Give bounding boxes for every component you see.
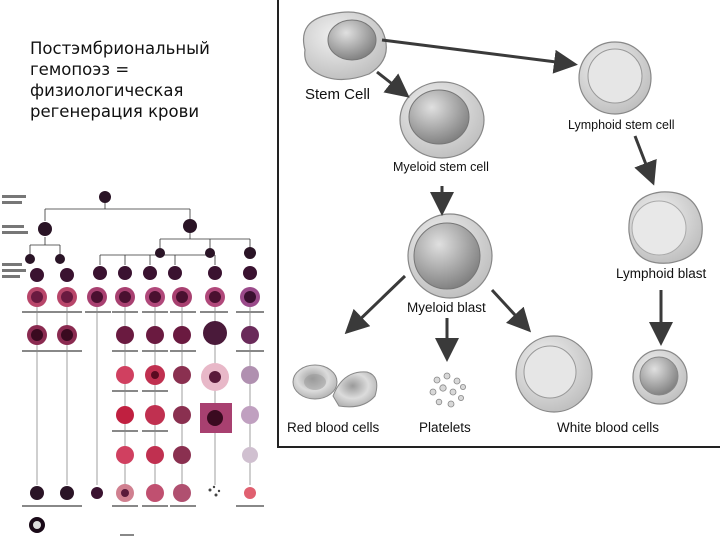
hematopoiesis-diagram — [292, 11, 703, 413]
label-platelets: Platelets — [419, 420, 471, 435]
lymphoid-blast — [628, 191, 703, 264]
platelets-illustration — [429, 372, 466, 408]
label-lymphoid-stem-cell: Lymphoid stem cell — [568, 118, 675, 132]
label-white-blood-cells: White blood cells — [557, 420, 660, 435]
title-line-1: Постэмбриональный — [30, 39, 210, 58]
title-line-2: гемопоэз = — [30, 60, 130, 79]
arrow-blast-to-wbc — [490, 288, 532, 333]
label-myeloid-stem-cell: Myeloid stem cell — [393, 160, 489, 174]
arrow-stem-to-lymphoid — [381, 38, 578, 74]
red-blood-cells-illustration — [292, 364, 378, 408]
myeloid-stem-cell — [399, 81, 485, 159]
white-blood-cell-1 — [515, 335, 593, 413]
title-line-3: физиологическая — [30, 81, 184, 100]
label-stem-cell: Stem Cell — [305, 86, 371, 103]
title-line-4: регенерация крови — [30, 102, 200, 121]
arrow-blast-to-rbc — [344, 274, 407, 335]
label-myeloid-blast: Myeloid blast — [407, 300, 486, 315]
arrow-stem-to-myeloid — [376, 70, 410, 98]
label-lymphoid-blast: Lymphoid blast — [616, 266, 707, 281]
slide-title: Постэмбриональный гемопоэз = физиологиче… — [30, 38, 265, 122]
diagram-frame — [277, 0, 720, 448]
myeloid-blast — [407, 213, 493, 299]
white-blood-cell-2 — [632, 349, 688, 405]
arrow-lymphoid-to-blast — [633, 135, 657, 186]
hematopoiesis-scheme-illustration — [2, 191, 264, 536]
stem-cell — [303, 11, 387, 81]
lymphoid-stem-cell — [578, 41, 652, 115]
label-red-blood-cells: Red blood cells — [287, 420, 380, 435]
